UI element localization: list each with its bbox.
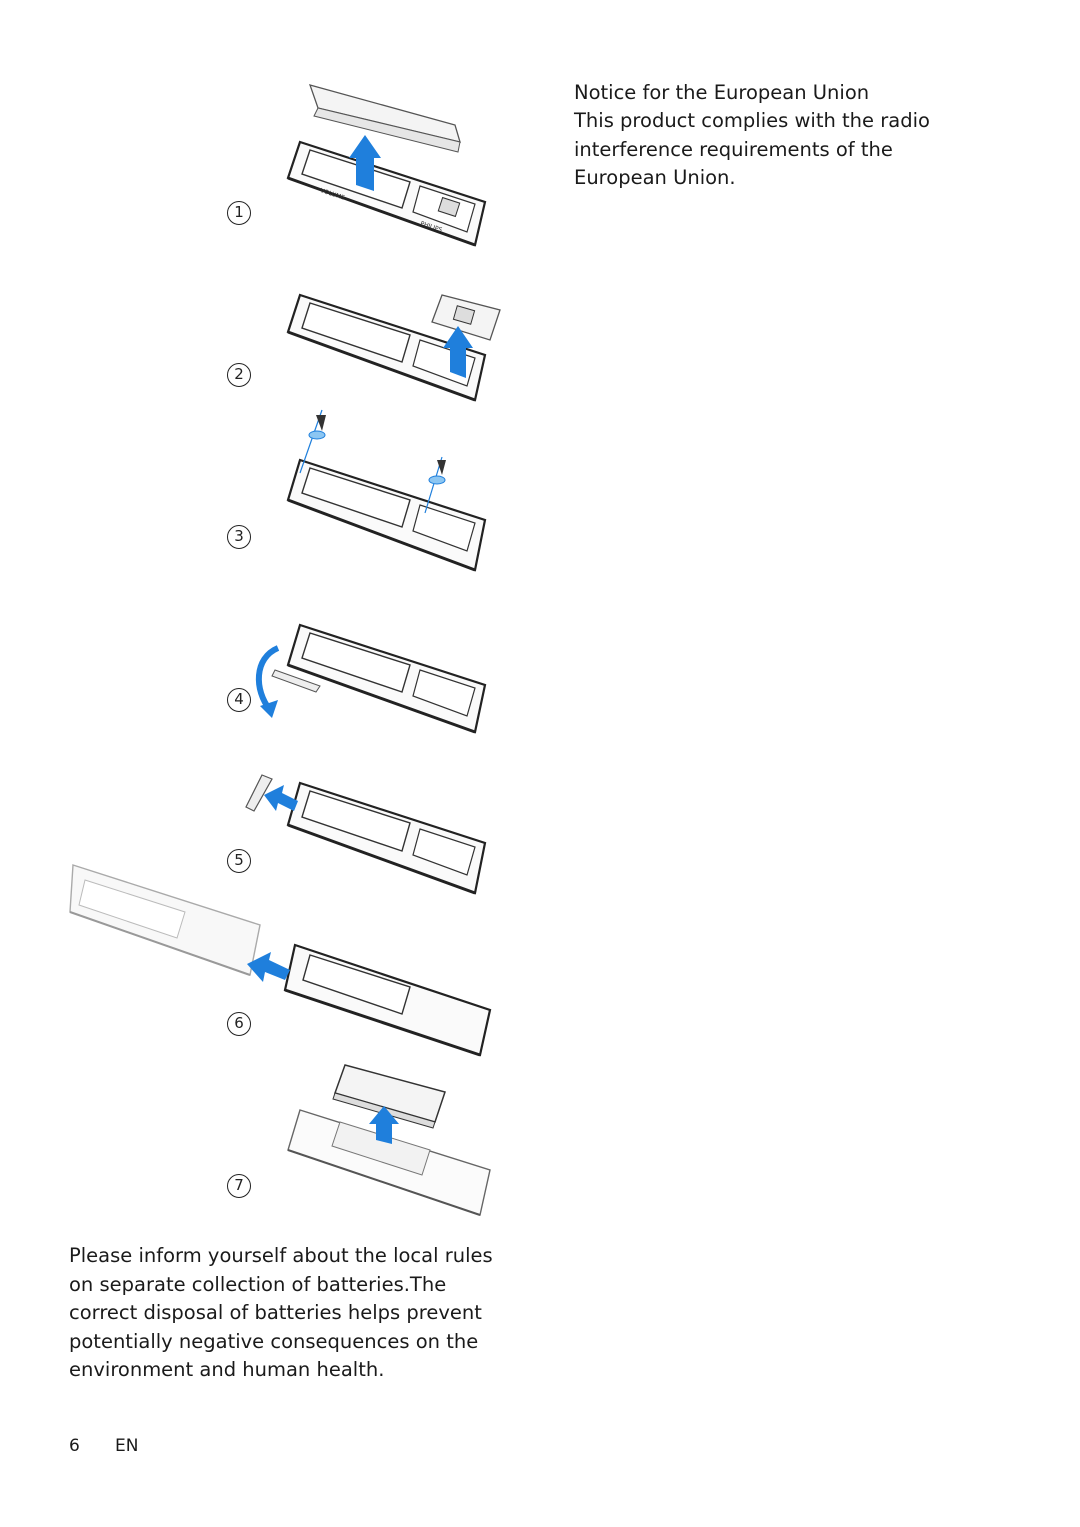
step-5-marker: 5 (227, 849, 251, 873)
step-2-illustration (286, 293, 501, 402)
step-3-marker: 3 (227, 525, 251, 549)
step-2-marker: 2 (227, 363, 251, 387)
step-6-illustration (69, 864, 492, 1057)
screw-icon (316, 415, 326, 431)
step-4-marker: 4 (227, 688, 251, 712)
arrow-left-icon (247, 952, 290, 982)
step-6-marker: 6 (227, 1012, 251, 1036)
notice-title: Notice for the European Union (574, 81, 870, 104)
arrow-left-icon (264, 785, 298, 811)
arrow-up-icon (349, 135, 381, 191)
battery-disposal-text: Please inform yourself about the local r… (69, 1244, 493, 1381)
language-code: EN (115, 1436, 139, 1456)
step-5-illustration (245, 774, 487, 895)
step-7-illustration (287, 1064, 491, 1216)
step-3-illustration (286, 409, 487, 572)
arrow-up-icon (369, 1106, 399, 1144)
step-7-marker: 7 (227, 1174, 251, 1198)
step-4-illustration (255, 623, 487, 734)
page-number: 6 (69, 1436, 80, 1456)
rotate-arrow-icon (255, 645, 280, 712)
notice-body: This product complies with the radio int… (574, 109, 930, 189)
step-1-marker: 1 (227, 201, 251, 225)
screw-icon (437, 460, 446, 475)
step-1-illustration: VOLUME PHILIPS (286, 84, 487, 247)
arrow-up-icon (443, 326, 473, 378)
